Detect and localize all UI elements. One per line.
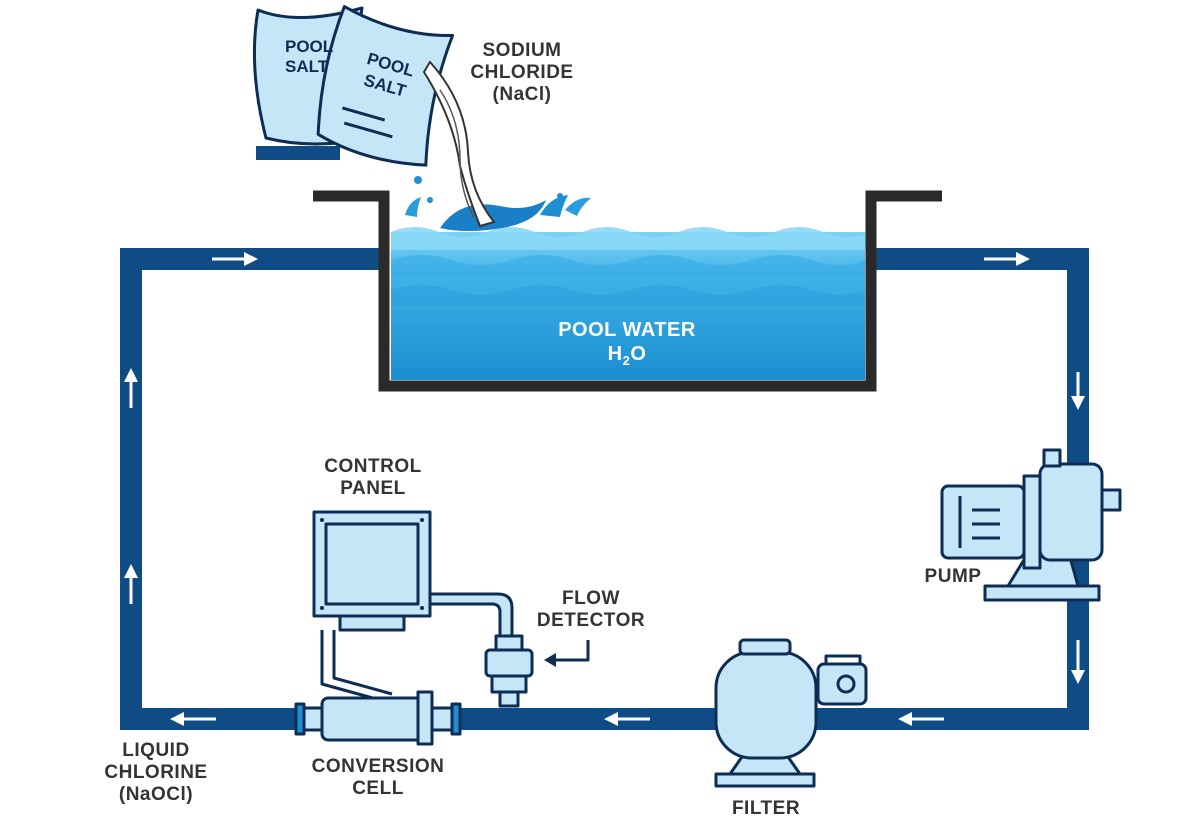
pump-base	[983, 584, 1101, 602]
pump-motor	[940, 484, 1026, 560]
pointer-arrow-head	[544, 653, 556, 667]
bag-label-back-line2: SALT	[285, 57, 329, 76]
pool-wave-2	[391, 255, 865, 276]
flow-detector-base	[490, 674, 528, 694]
flow-arrow-icon	[984, 252, 1030, 266]
filter	[714, 638, 868, 788]
conversion-cell-union-right	[450, 702, 462, 736]
pointer-arrow-icon	[552, 640, 590, 662]
filter-cap	[738, 638, 792, 656]
control-panel-label: CONTROL PANEL	[324, 456, 422, 499]
conversion-cell-cable-2	[332, 630, 393, 696]
pipe-left-vertical	[120, 248, 142, 730]
pool-wave-3	[391, 285, 865, 306]
filter-base	[714, 772, 816, 788]
conversion-cell-cap	[416, 690, 434, 746]
h2o-formula: H2O	[607, 343, 647, 368]
control-panel-cable	[428, 592, 514, 642]
pump-lid	[1042, 448, 1062, 468]
pool	[313, 176, 942, 392]
flow-arrow-icon	[604, 712, 650, 726]
control-panel-screen	[324, 522, 420, 606]
flow-arrow-icon	[170, 712, 216, 726]
flow-arrow-icon	[898, 712, 944, 726]
pump-housing	[1038, 462, 1104, 562]
flow-detector-label: FLOW DETECTOR	[536, 588, 646, 631]
liquid-chlorine-label: LIQUID CHLORINE (NaOCl)	[104, 740, 208, 805]
control-panel	[312, 510, 514, 642]
conversion-cell-union-left	[294, 702, 306, 736]
flow-arrow-icon	[124, 368, 138, 408]
flow-detector	[484, 634, 590, 708]
salt-stream-inner	[439, 89, 475, 219]
pump	[940, 448, 1122, 602]
pump-label: PUMP	[924, 566, 982, 587]
flow-arrow-icon	[212, 252, 258, 266]
bag-label-back-line1: POOL	[285, 37, 333, 56]
conversion-cell-cable-1	[320, 630, 381, 702]
conversion-cell-label: CONVERSION CELL	[311, 756, 445, 799]
sodium-chloride-label: SODIUM CHLORIDE (NaCl)	[470, 40, 574, 105]
flow-arrow-icon	[1071, 372, 1085, 410]
pool-water-label: POOL WATER H2O	[520, 318, 734, 373]
flow-detector-top	[494, 634, 524, 652]
flow-arrow-icon	[124, 564, 138, 604]
pipe-right-top	[875, 248, 1089, 270]
pool-wave-1	[391, 227, 871, 250]
flow-arrow-icon	[1071, 640, 1085, 684]
conversion-cell	[294, 630, 462, 746]
pool-wall	[313, 190, 942, 392]
flow-arrows	[124, 252, 1085, 726]
filter-label: FILTER	[731, 798, 801, 819]
filter-tank	[714, 650, 818, 760]
conversion-cell-body	[320, 696, 430, 742]
salt-bags: POOL SALT POOL SALT	[252, 5, 496, 228]
pump-flange	[1022, 474, 1042, 570]
pump-outlet	[1100, 488, 1122, 512]
flow-detector-body	[484, 648, 534, 678]
salt-shelf	[256, 146, 340, 160]
salt-splash	[405, 176, 591, 231]
salt-bag-front	[316, 5, 455, 167]
control-panel-bottom	[338, 614, 406, 632]
